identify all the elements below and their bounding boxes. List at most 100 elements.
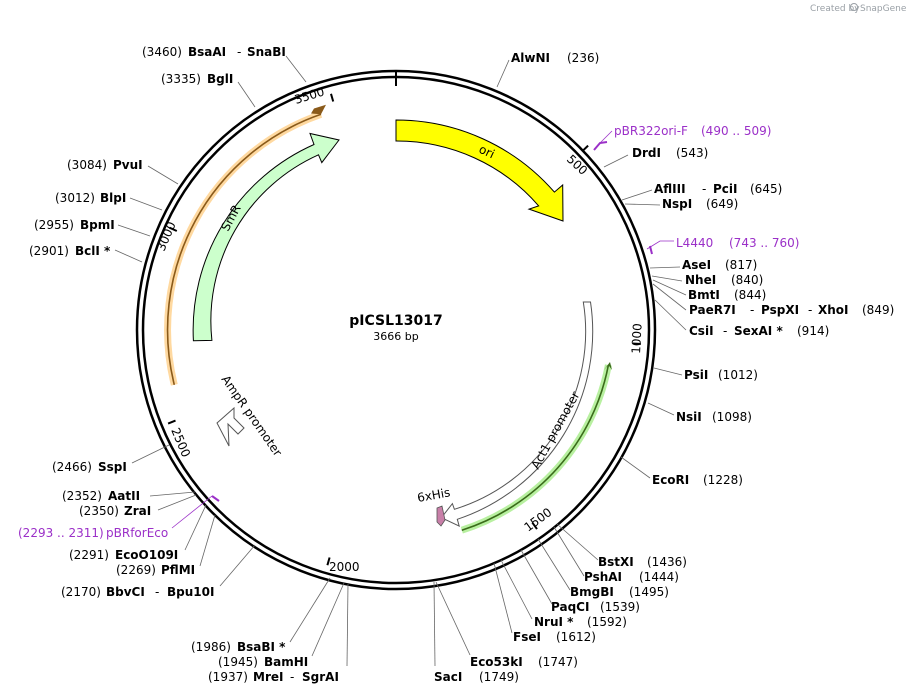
tick-label-2500: 2500: [168, 426, 193, 460]
leader-bmti: [652, 279, 687, 296]
primer-range: (743 .. 760): [729, 236, 799, 250]
site-blpi[interactable]: (3012) BlpI: [55, 191, 126, 205]
site-name: BmgBI: [570, 585, 614, 599]
site-name: NsiI: [676, 410, 702, 424]
site-pos: (2466): [52, 460, 92, 474]
site-eco53ki[interactable]: Eco53kI (1747): [470, 655, 578, 669]
primer-leader-pbrforeco: [171, 495, 213, 529]
site-asei[interactable]: AseI (817): [682, 258, 757, 272]
tick-mark-3000: [169, 226, 178, 232]
site-name: EcoRI: [652, 473, 689, 487]
site-pos: (1747): [538, 655, 578, 669]
leader-aatii: [149, 491, 196, 497]
site-name: AflIII: [654, 182, 686, 196]
leader-sspi: [131, 444, 170, 464]
site-name2: Bpu10I: [167, 585, 214, 599]
site-name: SacI: [434, 670, 462, 684]
site-name: CsiI: [689, 324, 714, 338]
site-pos: (3335): [161, 72, 201, 86]
site-sep: -: [723, 324, 727, 338]
site-pos: (2170): [61, 585, 101, 599]
site-nrui[interactable]: NruI * (1592): [534, 615, 627, 629]
leader-bsabi: [289, 577, 331, 643]
primer-name: pBR322ori-F: [614, 124, 688, 138]
site-name2: PciI: [713, 182, 738, 196]
ampr-promoter-arrow[interactable]: [216, 406, 245, 447]
site-bbvci[interactable]: (2170) BbvCI - Bpu10I: [61, 585, 214, 599]
site-name: BamHI: [264, 655, 308, 669]
site-csii[interactable]: CsiI - SexAI * (914): [689, 324, 829, 338]
site-bpmi[interactable]: (2955) BpmI: [34, 218, 115, 232]
tick-label-3500: 3500: [293, 85, 326, 107]
tick-mark-3500: [330, 93, 335, 102]
site-bamhi[interactable]: (1945) BamHI: [218, 655, 308, 669]
primer-pbrforeco[interactable]: (2293 .. 2311) pBRforEco: [18, 526, 168, 540]
leader-bgli: [237, 81, 256, 108]
site-name: BmtI: [688, 288, 720, 302]
ori-arrow[interactable]: [395, 119, 564, 222]
enzyme-labels: AlwNI (236) DrdI (543) AflIII - PciI (64…: [29, 45, 894, 684]
enzyme-leader-lines: [114, 55, 687, 667]
site-bsabi[interactable]: (1986) BsaBI *: [191, 640, 286, 654]
leader-zrai: [157, 494, 197, 511]
leader-paqci: [520, 549, 553, 605]
site-pos: (3460): [142, 45, 182, 59]
leader-ecori: [620, 456, 651, 479]
tick-label-3000: 3000: [154, 220, 179, 254]
site-drdi[interactable]: DrdI (543): [632, 146, 708, 160]
site-bcli[interactable]: (2901) BclI *: [29, 244, 111, 258]
site-zrai[interactable]: (2350) ZraI: [79, 504, 151, 518]
site-paer7i[interactable]: PaeR7I - PspXI - XhoI (849): [689, 303, 894, 317]
site-mrei[interactable]: (1937) MreI - SgrAI: [208, 670, 339, 684]
site-alwni[interactable]: AlwNI (236): [511, 51, 599, 65]
site-psii[interactable]: PsiI (1012): [684, 368, 758, 382]
site-bmti[interactable]: BmtI (844): [688, 288, 766, 302]
site-pshai[interactable]: PshAI (1444): [584, 570, 679, 584]
site-saci[interactable]: SacI (1749): [434, 670, 519, 684]
site-bmgbi[interactable]: BmgBI (1495): [570, 585, 669, 599]
leader-nsii: [647, 402, 675, 416]
leader-blpi: [129, 197, 163, 211]
leader-eco0109i: [184, 504, 207, 551]
site-name: FseI: [513, 630, 541, 644]
smr-arrow[interactable]: [192, 132, 340, 342]
leader-pshai: [553, 526, 585, 577]
site-pos: (2955): [34, 218, 74, 232]
site-bgli[interactable]: (3335) BglI: [161, 72, 233, 86]
credit-brand: SnapGene: [860, 4, 907, 14]
site-name: BsaAI: [188, 45, 226, 59]
his-tag-feature[interactable]: [436, 505, 446, 527]
leader-eco53ki: [435, 581, 471, 656]
green-feature-line: [461, 364, 610, 531]
site-name: DrdI: [632, 146, 661, 160]
site-sspi[interactable]: (2466) SspI: [52, 460, 127, 474]
leader-pvui: [147, 165, 179, 185]
site-bsaai[interactable]: (3460) BsaAI - SnaBI: [142, 45, 286, 59]
site-fsei[interactable]: FseI (1612): [513, 630, 596, 644]
primer-marks: [171, 130, 674, 529]
site-name: BbvCI: [106, 585, 145, 599]
site-aatii[interactable]: (2352) AatII: [62, 489, 140, 503]
site-bstxi[interactable]: BstXI (1436): [598, 555, 687, 569]
site-eco0109i[interactable]: (2291) EcoO109I: [69, 548, 178, 562]
act1-promoter-arrow[interactable]: [440, 301, 594, 528]
tick-mark-500: [581, 144, 589, 152]
site-ecori[interactable]: EcoRI (1228): [652, 473, 743, 487]
primer-mark-pbr322: [593, 141, 608, 151]
site-name: MreI: [253, 670, 283, 684]
site-nhei[interactable]: NheI (840): [685, 273, 763, 287]
site-pflmi[interactable]: (2269) PflMI: [116, 563, 195, 577]
site-afliii[interactable]: AflIII - PciI (645): [654, 182, 782, 196]
site-pvui[interactable]: (3084) PvuI: [67, 158, 143, 172]
leader-bbvci: [219, 544, 256, 587]
site-pos: (1228): [703, 473, 743, 487]
site-name: PvuI: [113, 158, 143, 172]
primer-range: (2293 .. 2311): [18, 526, 104, 540]
primer-l4440[interactable]: L4440 (743 .. 760): [676, 236, 799, 250]
site-paqci[interactable]: PaqCI (1539): [551, 600, 640, 614]
site-sep: -: [290, 670, 294, 684]
site-nsii[interactable]: NsiI (1098): [676, 410, 752, 424]
site-nspi[interactable]: NspI (649): [662, 197, 738, 211]
primer-pbr322ori-f[interactable]: pBR322ori-F (490 .. 509): [614, 124, 771, 138]
